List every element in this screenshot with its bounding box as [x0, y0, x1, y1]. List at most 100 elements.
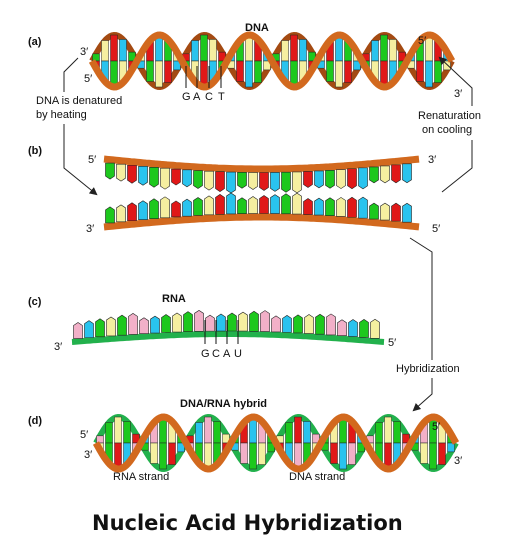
dna-double-helix: [88, 31, 456, 91]
hybridization-arrow-top: [409, 237, 433, 360]
panel-d-title: DNA/RNA hybrid: [180, 398, 267, 410]
panel-c-tag: (c): [28, 296, 42, 308]
base-block: [293, 314, 303, 334]
dna-rna-hybrid-helix: [92, 413, 460, 473]
panel-c: (c) RNA 3′ 5′ G C A U: [28, 293, 396, 360]
base-block: [182, 198, 192, 217]
base-pair-block: [281, 40, 289, 62]
base-pair-block: [164, 60, 172, 83]
base-block: [347, 196, 357, 218]
base-block: [73, 322, 83, 339]
base-label-g: G: [182, 91, 191, 103]
figure-title: Nucleic Acid Hybridization: [92, 511, 403, 535]
base-block: [226, 192, 236, 215]
base-pair-block: [348, 442, 356, 465]
base-block: [205, 314, 215, 332]
base-block: [336, 197, 346, 217]
base-label-t: T: [218, 91, 225, 103]
denature-label-line1: DNA is denatured: [36, 95, 122, 107]
base-block: [369, 166, 379, 184]
panel-a-end-left-bottom: 5′: [84, 73, 92, 85]
base-block: [303, 171, 313, 188]
panel-c-base-labels: G C A U: [201, 320, 242, 360]
base-pair-block: [294, 416, 302, 444]
base-pair-block: [200, 34, 208, 62]
rna-base-label-c: C: [212, 348, 220, 360]
base-block: [271, 315, 281, 333]
renature-arrow-upper: [438, 56, 473, 106]
base-block: [139, 317, 149, 334]
base-pair-block: [429, 442, 437, 470]
panel-d-end-right-bottom: 3′: [454, 455, 462, 467]
base-block: [347, 168, 357, 190]
base-pair-block: [240, 442, 248, 464]
base-pair-block: [123, 421, 131, 444]
base-block: [402, 163, 412, 184]
base-block: [270, 194, 280, 214]
base-block: [183, 311, 193, 332]
base-pair-block: [110, 34, 118, 62]
panel-a: (a) DNA 3′ 5′ 5′ 3′ G A C T: [28, 22, 462, 103]
base-block: [380, 202, 390, 221]
base-pair-block: [119, 39, 127, 62]
base-block: [182, 169, 192, 188]
base-pair-block: [434, 60, 442, 83]
base-block: [358, 196, 368, 219]
base-block: [226, 171, 236, 194]
base-block: [105, 162, 115, 180]
base-pair-block: [375, 422, 383, 444]
base-block: [237, 197, 247, 214]
rna-base-label-g: G: [201, 348, 210, 360]
base-pair-block: [146, 60, 154, 82]
base-pair-block: [299, 39, 307, 62]
base-block: [391, 164, 401, 184]
panel-b-top-right: 3′: [428, 154, 436, 166]
base-block: [161, 314, 171, 333]
strand-backbone: [103, 213, 420, 231]
base-block: [105, 206, 115, 224]
denature-arrow: [63, 57, 79, 92]
base-pair-block: [380, 34, 388, 62]
base-block: [391, 202, 401, 222]
base-block: [128, 313, 138, 335]
base-label-a: A: [193, 91, 201, 103]
denature-annotation: DNA is denatured by heating: [36, 57, 122, 196]
hybridization-label: Hybridization: [396, 363, 460, 375]
panel-c-end-right: 5′: [388, 337, 396, 349]
base-label-c: C: [205, 91, 213, 103]
base-block: [314, 197, 324, 216]
base-pair-block: [96, 435, 104, 444]
base-block: [402, 202, 412, 223]
base-block: [248, 172, 258, 190]
base-block: [380, 165, 390, 184]
panel-b: (b) 5′ 3′ 3′ 5′: [28, 145, 440, 235]
denature-arrow-lower: [63, 124, 98, 196]
base-block: [204, 195, 214, 216]
base-block: [149, 166, 159, 188]
denatured-strands: [103, 155, 420, 231]
panel-a-end-right-top: 5′: [418, 35, 426, 47]
base-pair-block: [285, 422, 293, 444]
strand-backbone: [71, 331, 385, 345]
base-block: [204, 170, 214, 191]
base-block: [369, 202, 379, 220]
base-block: [358, 167, 368, 190]
base-block: [337, 319, 347, 337]
base-pair-block: [393, 421, 401, 444]
panel-c-title: RNA: [162, 293, 186, 305]
base-pair-block: [150, 442, 158, 464]
panel-a-end-left-top: 3′: [80, 46, 88, 58]
base-pair-block: [159, 442, 167, 470]
base-block: [281, 193, 291, 215]
base-block: [237, 172, 247, 189]
base-block: [259, 195, 269, 214]
base-pair-block: [330, 442, 338, 464]
helix-backbone-front: [88, 31, 456, 91]
base-block: [150, 315, 160, 334]
base-block: [325, 170, 335, 189]
base-block: [292, 192, 302, 215]
base-pair-block: [204, 416, 212, 444]
base-block: [116, 204, 126, 223]
panel-d: (d) DNA/RNA hybrid 5′ 3′ 5′ 3′ RNA stran…: [28, 398, 462, 483]
